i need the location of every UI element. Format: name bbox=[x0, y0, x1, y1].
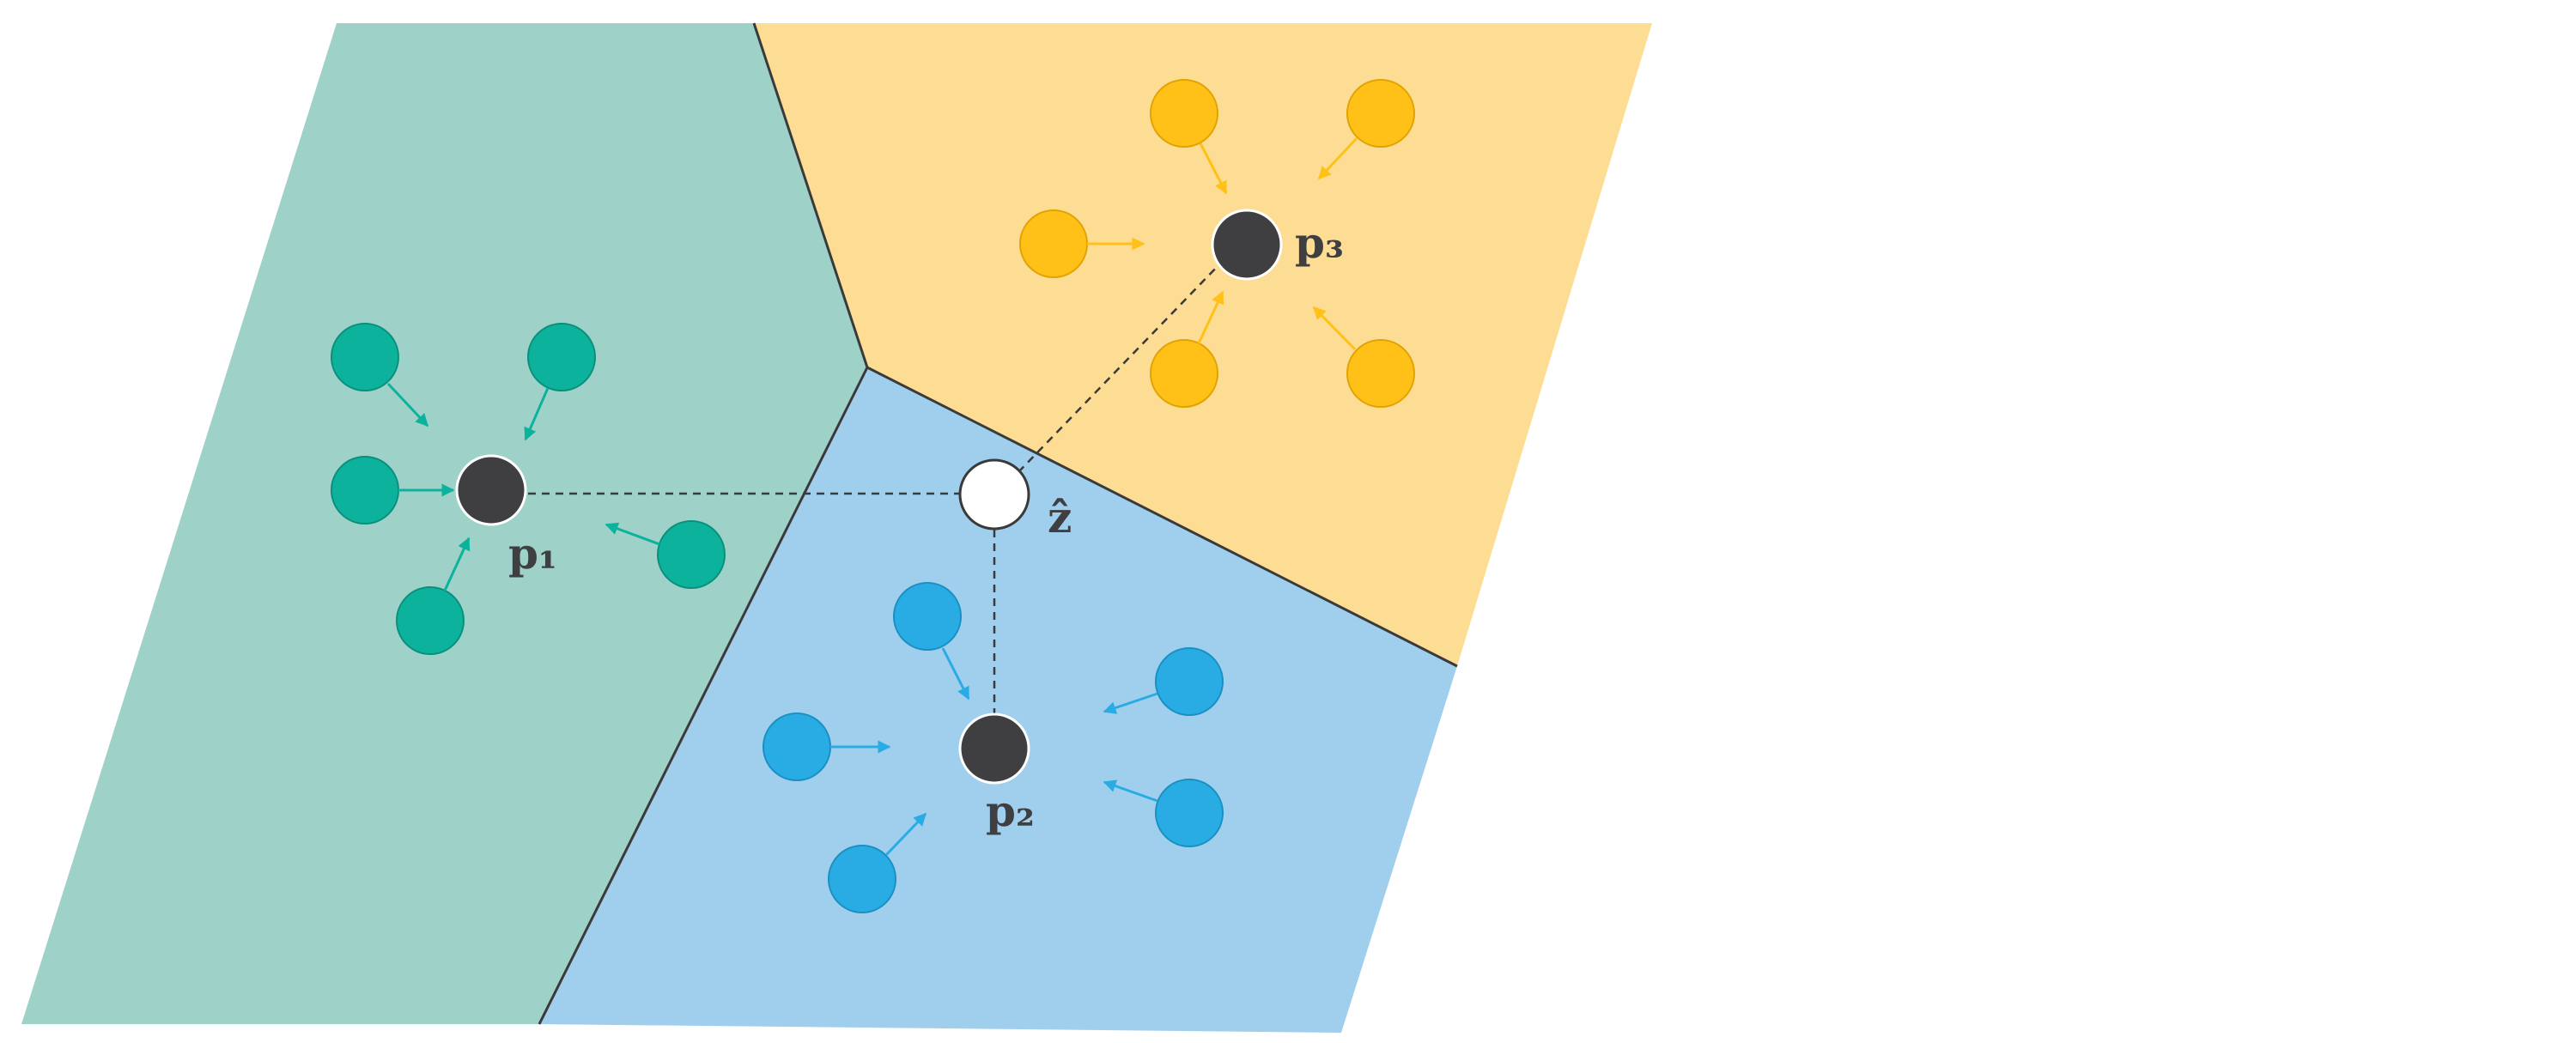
green-arrow bbox=[524, 387, 550, 441]
green-point bbox=[527, 323, 596, 391]
class-3-points bbox=[1019, 79, 1415, 408]
blue-point bbox=[1155, 647, 1224, 716]
green-point bbox=[331, 323, 399, 391]
blue-arrow bbox=[884, 812, 927, 857]
green-point bbox=[331, 456, 399, 525]
class-2-points bbox=[762, 582, 1224, 913]
dashed-line-to-p3 bbox=[1018, 262, 1222, 473]
class-1-points bbox=[331, 323, 726, 655]
blue-point bbox=[828, 845, 896, 913]
border-3-2 bbox=[866, 366, 1458, 668]
yellow-point bbox=[1346, 79, 1415, 148]
region-class-1 bbox=[21, 23, 867, 1024]
green-arrow bbox=[443, 537, 471, 591]
query-point-z-hat bbox=[958, 458, 1030, 531]
prototype-p2 bbox=[958, 713, 1030, 785]
label-p1: p₁ bbox=[508, 528, 557, 579]
yellow-point bbox=[1150, 339, 1218, 408]
blue-point bbox=[893, 582, 962, 651]
prototype-p1 bbox=[455, 454, 527, 526]
label-z-hat: ẑ bbox=[1048, 492, 1072, 543]
region-class-2 bbox=[539, 367, 1457, 1033]
blue-arrow bbox=[941, 647, 970, 700]
label-p3: p₃ bbox=[1295, 217, 1344, 268]
blue-point bbox=[762, 713, 831, 781]
green-point bbox=[657, 520, 726, 589]
yellow-point bbox=[1346, 339, 1415, 408]
blue-point bbox=[1155, 779, 1224, 847]
border-1-2 bbox=[538, 367, 869, 1025]
yellow-point bbox=[1150, 79, 1218, 148]
green-arrow bbox=[605, 522, 660, 546]
blue-arrow bbox=[1103, 779, 1158, 803]
label-p2: p₂ bbox=[986, 785, 1035, 836]
region-class-3 bbox=[754, 23, 1652, 666]
blue-arrow bbox=[1103, 692, 1158, 714]
yellow-arrow bbox=[1197, 290, 1224, 344]
border-1-3 bbox=[752, 22, 869, 368]
yellow-arrow bbox=[1199, 143, 1228, 195]
green-point bbox=[396, 586, 465, 655]
yellow-arrow bbox=[1317, 136, 1358, 180]
prototype-p3 bbox=[1211, 209, 1283, 281]
green-arrow bbox=[386, 382, 429, 428]
yellow-point bbox=[1019, 209, 1088, 278]
yellow-arrow bbox=[1312, 306, 1357, 351]
